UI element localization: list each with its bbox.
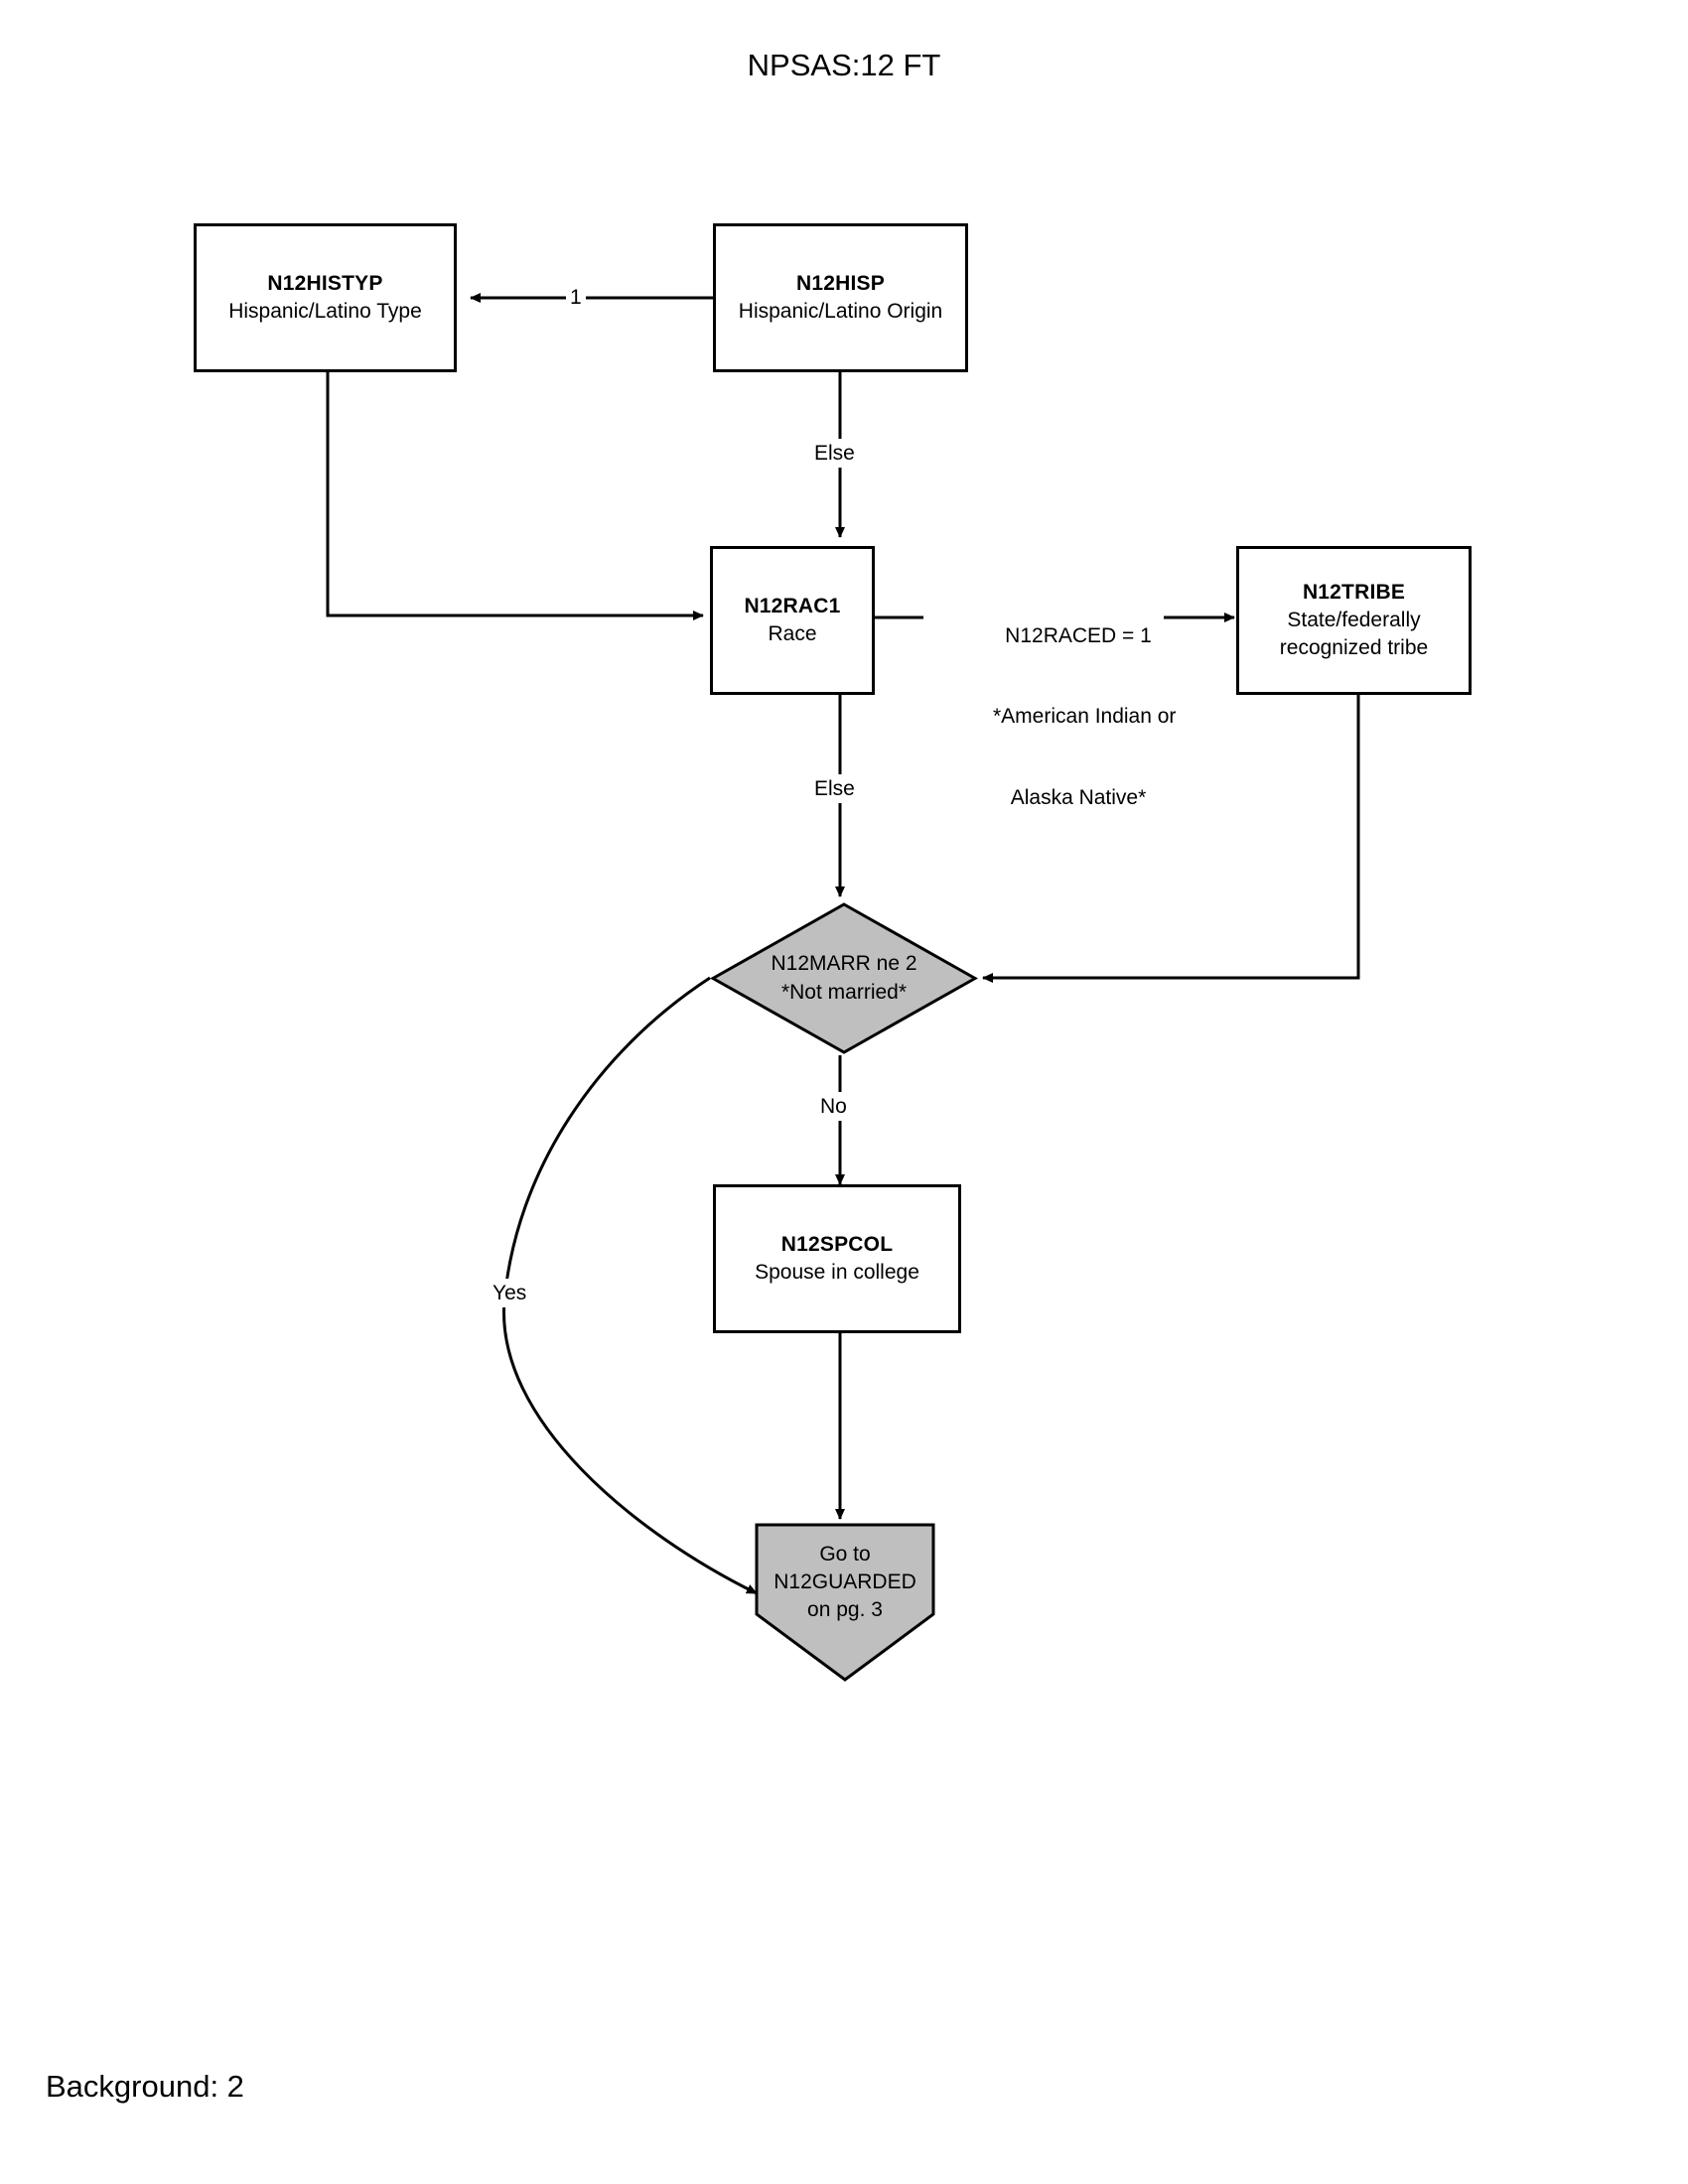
node-n12tribe-code: N12TRIBE [1302,581,1406,605]
edge-histyp-to-rac1 [326,372,704,620]
edge-label-rac1-to-tribe: N12RACED = 1 *American Indian or Alaska … [993,568,1177,867]
edge-label-rac1-to-tribe-line3: Alaska Native* [1010,786,1147,810]
node-n12tribe-desc-line1: State/federally [1287,609,1421,632]
page-title: NPSAS:12 FT [747,48,941,82]
edge-label-rac1-to-tribe-line2: *American Indian or [993,705,1177,729]
node-n12rac1-code: N12RAC1 [744,595,841,618]
edge-label-hisp-to-rac1: Else [810,439,859,469]
node-n12spcol-desc: Spouse in college [755,1261,919,1284]
page-footer: Background: 2 [46,2069,244,2104]
node-n12histyp[interactable]: N12HISTYP Hispanic/Latino Type [194,223,457,372]
node-n12spcol-code: N12SPCOL [780,1233,894,1257]
node-n12histyp-desc: Hispanic/Latino Type [228,300,422,323]
node-n12rac1-desc: Race [768,622,817,645]
node-n12tribe[interactable]: N12TRIBE State/federally recognized trib… [1236,546,1472,695]
edge-label-hisp-to-histyp: 1 [566,283,586,313]
node-n12spcol[interactable]: N12SPCOL Spouse in college [713,1184,961,1333]
node-n12tribe-desc-line2: recognized tribe [1279,635,1429,659]
node-n12hisp-code: N12HISP [796,272,885,296]
edge-label-marr-no: No [816,1092,851,1122]
edge-label-rac1-to-tribe-line1: N12RACED = 1 [1005,623,1152,647]
node-n12rac1[interactable]: N12RAC1 Race [710,546,875,695]
edge-label-rac1-to-marr: Else [810,774,859,804]
node-n12hisp[interactable]: N12HISP Hispanic/Latino Origin [713,223,968,372]
node-n12marr-decision[interactable]: N12MARR ne 2 *Not married* [710,901,978,1055]
edge-tribe-to-marr [982,695,1360,983]
node-goto-n12guarded[interactable]: Go to N12GUARDED on pg. 3 [755,1523,935,1682]
node-n12histyp-code: N12HISTYP [267,272,383,296]
edge-label-marr-yes: Yes [489,1279,531,1308]
node-n12hisp-desc: Hispanic/Latino Origin [738,300,943,323]
